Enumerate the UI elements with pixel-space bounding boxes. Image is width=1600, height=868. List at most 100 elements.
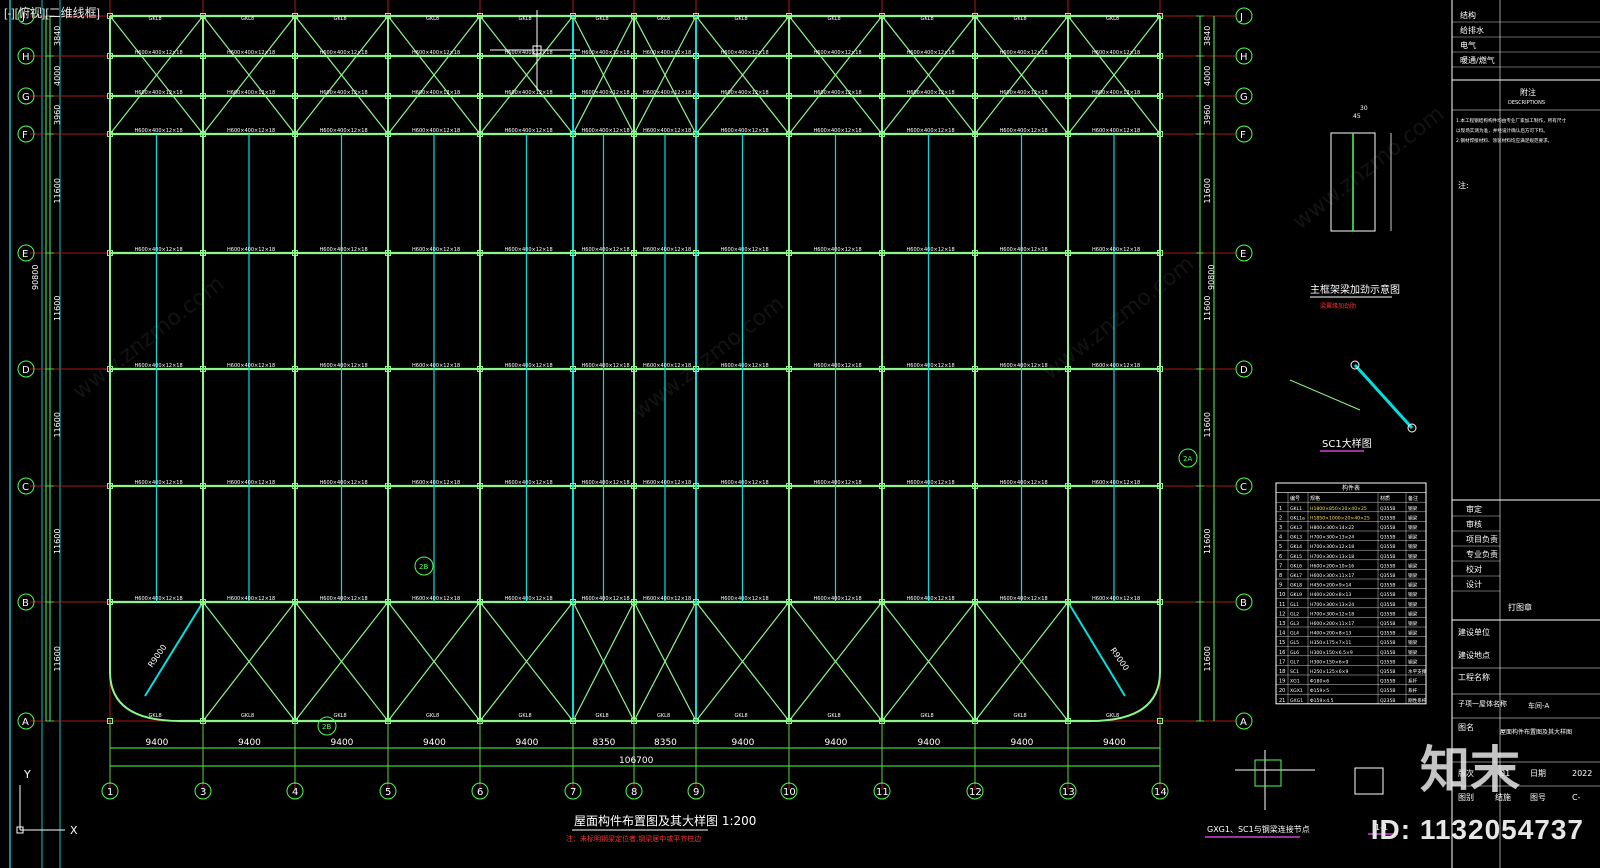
table-cell: Q355B [1380,506,1396,512]
axis-bubble-label: J [1239,12,1243,23]
beam-label: H600×400×12×18 [582,247,630,253]
node-mark [1065,250,1071,256]
beam-label: GKL8 [1014,16,1027,22]
beam-label: H600×400×12×18 [412,480,460,486]
table-cell: H400×200×8×13 [1310,592,1351,598]
table-cell: Q355B [1380,602,1396,608]
table-cell: 钢梁 [1408,610,1418,617]
node-mark [972,483,978,489]
ucs-x-label: X [70,824,78,837]
beam-label: H600×400×12×18 [643,128,691,134]
table-index: 4 [1279,535,1282,541]
beam-label: H600×400×12×18 [721,90,769,96]
dim-text-v: 3840 [1203,26,1212,46]
dim-text: 9400 [331,738,354,748]
table-cell: GKL8 [1290,583,1302,589]
beam-label: H600×400×12×18 [227,128,275,134]
node-mark [570,599,576,605]
beam-label: GKL8 [519,16,532,22]
table-cell: XG1 [1290,679,1300,685]
tb-sign-row: 专业负责 [1466,549,1498,559]
node-mark [631,131,637,137]
dim-total-v: 90800 [31,265,40,290]
beam-label: H600×400×12×18 [814,596,862,602]
table-cell: GL7 [1290,659,1299,665]
callout-label: 2B [322,723,331,731]
table-cell: H600×300×11×17 [1310,573,1354,579]
node-mark [107,13,113,19]
axis-bubble [17,360,35,378]
axis-bubble-label: D [22,365,30,376]
axis-bubble-label: B [1240,598,1247,609]
beam-label: H600×400×12×18 [505,480,553,486]
axis-bubble [1235,244,1253,262]
axis-bubble-label: H [22,52,30,63]
viewport-label[interactable]: [-][俯视][二维线框] [4,6,101,20]
axis-bubble-label: F [22,130,28,141]
beam-label: H600×400×12×18 [1092,128,1140,134]
brace-member [974,601,1069,722]
tb-sign-row: 设计 [1466,579,1482,589]
table-cell: 钢梁 [1408,658,1418,665]
tb-note-line: 1.本工程钢结构构件均由专业厂家加工制作，所有尺寸 [1456,117,1566,124]
beam-label: GKL8 [828,16,841,22]
beam-label: H600×400×12×18 [814,247,862,253]
node-mark [570,483,576,489]
node-mark [786,131,792,137]
axis-bubble [1235,7,1253,25]
table-index: 6 [1279,554,1282,560]
beam-label: H600×400×12×18 [907,90,955,96]
table-index: 15 [1279,640,1285,646]
brace-member [974,15,1069,135]
beam-label: H600×400×12×18 [721,363,769,369]
beam-label: H600×400×12×18 [582,128,630,134]
beam-label: H600×400×12×18 [505,128,553,134]
tb-top-row: 给排水 [1460,25,1484,35]
table-cell: 系杆 [1408,678,1418,685]
node-mark [1157,53,1163,59]
brace-member [572,15,635,135]
table-cell: Q355B [1380,611,1396,617]
table-cell: Q355B [1380,650,1396,656]
node-mark [292,53,298,59]
table-cell: 钢梁 [1408,582,1418,589]
node-mark [693,366,699,372]
node-mark [972,93,978,99]
node-mark [107,483,113,489]
corner-brace-right [1067,601,1126,697]
node-mark [292,93,298,99]
table-header: 编号 [1290,495,1300,502]
table-header: 备注 [1408,495,1418,502]
table-cell: H700×300×13×24 [1310,602,1354,608]
beam-label: GKL8 [334,713,347,719]
dim-text: 9400 [423,738,446,748]
node-mark [786,483,792,489]
axis-bubble-label: 14 [1154,787,1167,798]
table-cell: Φ159×5 [1310,688,1329,694]
section-outline [1354,767,1384,795]
table-cell: 钢梁 [1408,553,1418,560]
node-mark [693,483,699,489]
beam-label: H600×400×12×18 [135,596,183,602]
beam-label: H600×400×12×18 [505,596,553,602]
node-mark [631,53,637,59]
tb-notes-title: 附注 [1520,87,1536,97]
beam-label: H600×400×12×18 [227,363,275,369]
node-mark [1065,131,1071,137]
dim-text-v: 3960 [53,105,62,125]
axis-bubble [1235,712,1253,730]
table-cell: H600×200×11×17 [1310,621,1354,627]
table-cell: GKL9 [1290,592,1302,598]
dim-text: 8350 [654,738,677,748]
tb-date: 日期 [1530,769,1546,778]
dim-text-v: 11600 [53,178,62,203]
dim-text: 8350 [593,738,616,748]
table-cell: Q355B [1380,592,1396,598]
table-cell: 钢梁 [1408,562,1418,569]
table-cell: Φ180×6 [1310,679,1329,685]
node-mark [477,483,483,489]
